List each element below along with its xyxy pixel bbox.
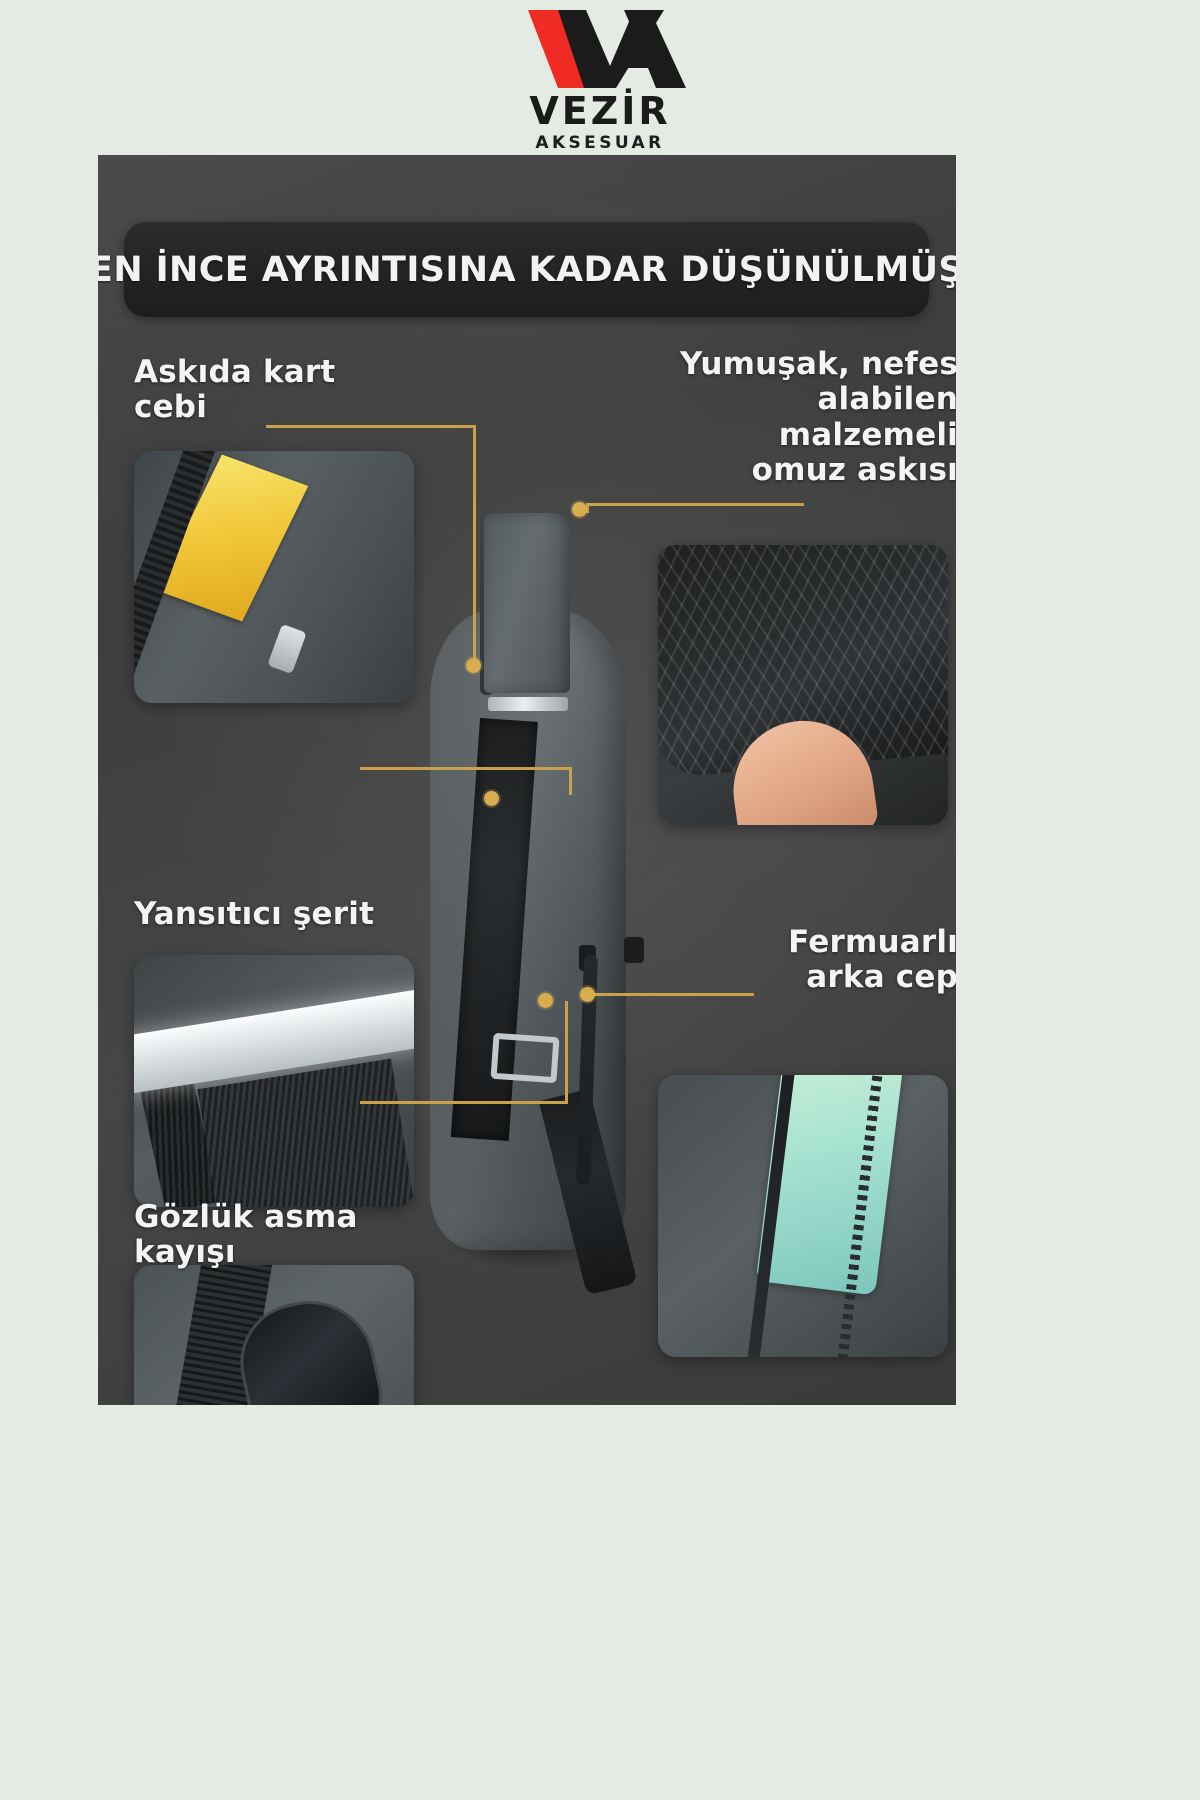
feature-label-line: Gözlük asma	[134, 1199, 358, 1235]
feature-label-line: Yansıtıcı şerit	[134, 896, 375, 932]
brand-subtitle: AKSESUAR	[535, 133, 665, 153]
hotspot-dot-card-pocket	[466, 658, 481, 673]
bag-reflective-strip	[488, 697, 568, 711]
product-photo-sling-bag	[388, 475, 688, 1405]
infographic-title-banner: EN İNCE AYRINTISINA KADAR DÜŞÜNÜLMÜŞ	[98, 222, 956, 317]
feature-photo-card-pocket	[134, 451, 414, 703]
feature-label-line: malzemeli	[778, 416, 956, 453]
feature-label-line: alabilen	[817, 381, 956, 418]
feature-photo-back-pocket	[658, 1075, 948, 1357]
feature-photo-sunglasses-holder	[134, 1265, 414, 1405]
feature-label-line: arka cep	[806, 959, 956, 996]
feature-label-line: omuz askısı	[751, 451, 956, 488]
feature-label-line: cebi	[134, 389, 208, 426]
feature-photo-mesh-strap	[658, 545, 948, 825]
feature-label-line: Yumuşak, nefes	[679, 346, 956, 382]
hotspot-dot-reflective	[484, 791, 499, 806]
feature-label-reflective: Yansıtıcı şerit	[134, 896, 464, 932]
hotspot-dot-back-pocket	[580, 987, 595, 1002]
hotspot-dot-glasses-strap	[538, 993, 553, 1008]
infographic-panel: EN İNCE AYRINTISINA KADAR DÜŞÜNÜLMÜŞ Ask…	[98, 155, 956, 1405]
feature-label-card-pocket: Askıda kart cebi	[134, 354, 434, 426]
feature-label-back-pocket: Fermuarlı arka cep	[688, 924, 956, 996]
feature-label-line: kayışı	[134, 1234, 236, 1271]
feature-photo-reflective-strip	[134, 955, 414, 1207]
feature-label-line: Askıda kart	[134, 354, 336, 390]
brand-header: VEZİR AKSESUAR	[0, 0, 1200, 155]
feature-label-glasses-strap: Gözlük asma kayışı	[134, 1199, 434, 1271]
brand-logo[interactable]: VEZİR AKSESUAR	[0, 8, 1200, 152]
page-title: EN İNCE AYRINTISINA KADAR DÜŞÜNÜLMÜŞ	[98, 249, 956, 290]
brand-name: VEZİR	[529, 89, 671, 133]
va-monogram-logo-icon	[514, 8, 686, 90]
feature-label-line: Fermuarlı	[788, 924, 956, 960]
bag-strap-buckle	[490, 1032, 560, 1084]
feature-label-shoulder-strap: Yumuşak, nefes alabilen malzemeli omuz a…	[638, 346, 956, 488]
hotspot-dot-shoulder-strap	[572, 502, 587, 517]
